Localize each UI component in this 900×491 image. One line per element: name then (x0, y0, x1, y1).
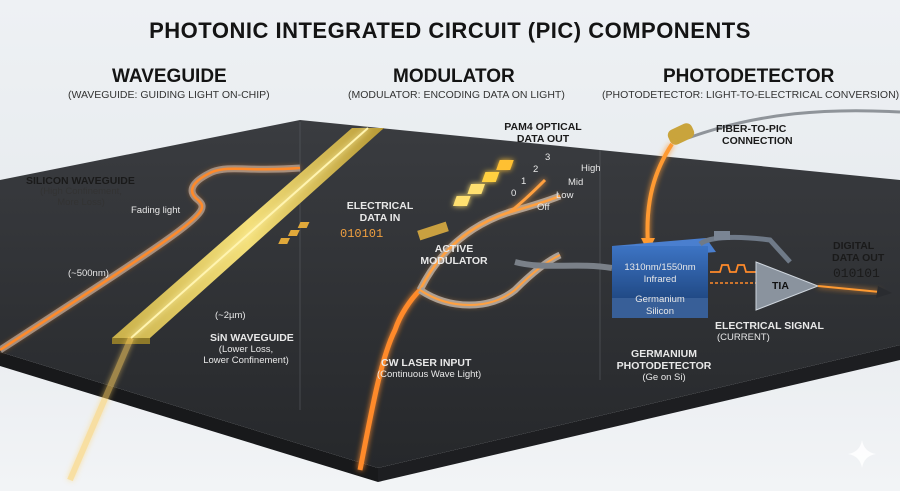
bus-connector (714, 231, 730, 240)
electrical-in-bits: 010101 (340, 227, 384, 241)
tia-label: TIA (772, 280, 789, 292)
ge-photodetector-title-1: GERMANIUM (631, 348, 697, 360)
modulator-electrode (417, 221, 449, 241)
silicon-waveguide-title: SILICON WAVEGUIDE (26, 175, 135, 187)
digital-out-arrow (817, 285, 881, 293)
sin-waveguide-desc-2: Lower Confinement) (203, 355, 289, 366)
modulator-subheading: (MODULATOR: ENCODING DATA ON LIGHT) (348, 89, 565, 101)
sin-light-beam (67, 336, 134, 482)
active-modulator-title-2: MODULATOR (420, 255, 488, 267)
detector-infrared: Infrared (643, 274, 677, 285)
detector-wavelength: 1310nm/1550nm (624, 262, 696, 273)
cw-laser-title: CW LASER INPUT (381, 357, 472, 369)
cw-laser-desc: (Continuous Wave Light) (377, 369, 482, 380)
electrical-in-title-2: DATA IN (359, 212, 401, 224)
ge-photodetector-desc: (Ge on Si) (642, 372, 686, 383)
fiber-title-2: CONNECTION (722, 135, 793, 147)
photodetector-heading: PHOTODETECTOR (663, 66, 835, 87)
electrical-signal-desc: (CURRENT) (717, 332, 770, 343)
electrical-in-title-1: ELECTRICAL (346, 200, 414, 212)
chip-side (0, 352, 378, 482)
silicon-waveguide-desc-2: More Loss) (57, 197, 105, 208)
fiber-cable (687, 109, 900, 140)
electrical-pads (278, 222, 310, 244)
waveguide-heading: WAVEGUIDE (112, 66, 227, 87)
sparkle-icon (848, 440, 876, 468)
pam4-level-3: 3 (545, 152, 551, 163)
mzi-input (357, 288, 422, 471)
chip-side-right (378, 345, 900, 482)
chip-surface (0, 120, 900, 468)
digital-out-bits: 010101 (833, 266, 880, 281)
active-modulator-title-1: ACTIVE (434, 243, 474, 255)
silicon-waveguide-desc-1: (High Confinement, (40, 186, 122, 197)
pam4-level-2: 2 (533, 164, 539, 175)
pam4-level-name-off: Off (537, 202, 550, 213)
pam4-level-name-mid: Mid (568, 177, 584, 188)
digital-out-title-1: DIGITAL (833, 240, 875, 252)
fiber-light (645, 142, 674, 246)
pam4-blocks (453, 160, 514, 206)
waveguide-subheading: (WAVEGUIDE: GUIDING LIGHT ON-CHIP) (68, 89, 270, 101)
fiber-title-1: FIBER-TO-PIC (716, 123, 787, 135)
detector-body (612, 246, 708, 298)
silicon-light (0, 166, 301, 352)
sin-waveguide-title: SiN WAVEGUIDE (210, 332, 294, 344)
fiber-connector (667, 123, 695, 145)
pam4-level-name-high: High (581, 163, 601, 174)
sin-width-label: (~2µm) (215, 310, 246, 321)
digital-out-title-2: DATA OUT (832, 252, 885, 264)
germanium-layer (612, 298, 708, 318)
pam4-level-name-low: Low (556, 190, 574, 201)
tia-amplifier (755, 261, 820, 311)
fading-light-label: Fading light (131, 205, 181, 216)
digital-out-arrow-head (876, 286, 892, 298)
pam4-level-0: 0 (511, 188, 517, 199)
pam4-title-1: PAM4 OPTICAL (504, 121, 582, 133)
sin-waveguide-desc-1: (Lower Loss, (218, 344, 274, 355)
detector-bus (698, 234, 792, 264)
modulator-heading: MODULATOR (393, 66, 515, 87)
pam4-title-2: DATA OUT (516, 133, 570, 145)
page-title: PHOTONIC INTEGRATED CIRCUIT (PIC) COMPON… (149, 18, 751, 43)
silicon-width-label: (~500nm) (68, 268, 109, 279)
electrical-signal (710, 264, 760, 273)
photodetector-subheading: (PHOTODETECTOR: LIGHT-TO-ELECTRICAL CONV… (602, 89, 900, 101)
mzi-upper-light (418, 194, 561, 291)
mzi-output (514, 259, 613, 271)
pam4-level-1: 1 (521, 176, 527, 187)
sin-light (130, 127, 369, 339)
mzi-to-pam4 (509, 178, 547, 214)
electrical-signal-title: ELECTRICAL SIGNAL (715, 320, 824, 332)
ge-photodetector-title-2: PHOTODETECTOR (616, 360, 712, 372)
detector-germanium: Germanium (635, 294, 685, 305)
detector-silicon: Silicon (646, 306, 674, 317)
